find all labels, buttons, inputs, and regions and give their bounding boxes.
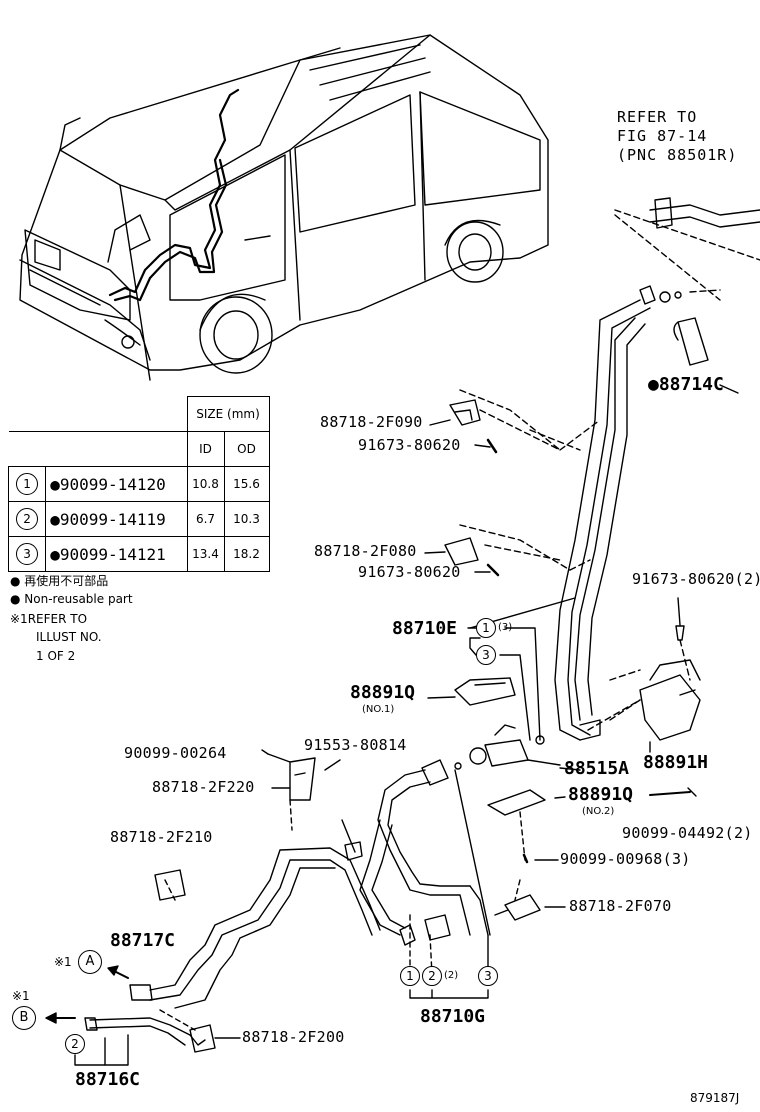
note-japanese: ● 再使用不可部品 <box>10 574 109 588</box>
pipe-88710G <box>359 759 491 976</box>
label-90099-00968: 90099-00968(3) <box>560 850 691 868</box>
circle-1: 1 <box>400 966 420 986</box>
label-88710E: 88710E <box>392 618 458 639</box>
bracket-88891Q-no1 <box>454 677 516 706</box>
circle-2: 2 <box>65 1034 85 1054</box>
table-row: 3 ●90099-14121 13.4 18.2 <box>7 536 270 572</box>
label-88717C: 88717C <box>110 930 176 951</box>
label-88710G-qty: (2) <box>444 970 459 981</box>
valve-88515A <box>454 724 561 770</box>
note-refer-1: ※1REFER TO <box>10 612 88 626</box>
circle-1: 1 <box>476 618 496 638</box>
inner-diameter: 10.8 <box>186 466 225 502</box>
table-row: 2 ●90099-14119 6.7 10.3 <box>7 501 270 537</box>
part-number: ●90099-14121 <box>45 536 188 572</box>
label-88710E-qty: (3) <box>498 622 513 633</box>
clamp-2F080 <box>444 524 571 577</box>
label-88714C: ●88714C <box>648 374 724 395</box>
label-88515A: 88515A <box>564 758 630 779</box>
label-88718-2F070: 88718-2F070 <box>569 897 672 915</box>
label-88891Q-no1-note: (NO.1) <box>362 704 395 715</box>
ref-circle-B: B <box>12 1006 36 1030</box>
hose-size-table: SIZE (mm) ID OD 1 ●90099-14120 10.8 15.6… <box>7 396 270 572</box>
bracket-88891H <box>587 625 701 741</box>
label-91673-80620-c: 91673-80620(2) <box>632 570 760 588</box>
circle-2: 2 <box>422 966 442 986</box>
pipe-88717C-88716C <box>84 847 381 1053</box>
label-88718-2F210: 88718-2F210 <box>110 828 213 846</box>
label-88891Q-no2: 88891Q <box>568 784 634 805</box>
refer-line-2: FIG 87-14 <box>617 127 708 145</box>
note-refer-2: ILLUST NO. <box>36 630 102 644</box>
van-illustration <box>19 34 549 381</box>
label-91673-80620-b: 91673-80620 <box>358 563 461 581</box>
ref-circle-A: A <box>78 950 102 974</box>
clamp-2F090 <box>449 389 581 454</box>
ref-mark-A: ※1 <box>54 955 72 969</box>
label-91553-80814: 91553-80814 <box>304 736 407 754</box>
illustration-number: 879187J <box>690 1091 740 1105</box>
label-88718-2F090: 88718-2F090 <box>320 413 423 431</box>
refer-line-3: (PNC 88501R) <box>617 146 738 164</box>
label-91673-80620-a: 91673-80620 <box>358 436 461 454</box>
outer-diameter: 18.2 <box>223 536 270 572</box>
label-88718-2F080: 88718-2F080 <box>314 542 417 560</box>
part-number: ●90099-14119 <box>45 501 188 537</box>
label-88891Q-no1: 88891Q <box>350 682 416 703</box>
label-88891Q-no2-note: (NO.2) <box>582 806 615 817</box>
refer-line-1: REFER TO <box>617 108 698 126</box>
inner-diameter: 6.7 <box>186 501 225 537</box>
label-88710G: 88710G <box>420 1006 486 1027</box>
row-number: 3 <box>16 543 39 565</box>
row-number: 2 <box>16 508 39 530</box>
od-header: OD <box>223 431 270 467</box>
circle-3: 3 <box>478 966 498 986</box>
label-88718-2F220: 88718-2F220 <box>152 778 255 796</box>
circle-3: 3 <box>476 645 496 665</box>
label-88718-2F200: 88718-2F200 <box>242 1028 345 1046</box>
label-88891H: 88891H <box>643 752 709 773</box>
note-refer-3: 1 OF 2 <box>36 649 76 663</box>
grommet-88714C <box>673 317 709 366</box>
upper-pipe <box>554 197 760 741</box>
id-header: ID <box>186 431 225 467</box>
label-88716C: 88716C <box>75 1069 141 1090</box>
van-pipe-route-2 <box>113 158 228 302</box>
note-non-reusable: ● Non-reusable part <box>10 592 133 606</box>
van-pipe-route <box>108 88 240 297</box>
bracket-88891Q-no2 <box>487 789 546 816</box>
label-90099-00264: 90099-00264 <box>124 744 227 762</box>
table-row: 1 ●90099-14120 10.8 15.6 <box>7 466 270 502</box>
size-header: SIZE (mm) <box>186 396 270 432</box>
clamp-2F070 <box>494 894 541 921</box>
inner-diameter: 13.4 <box>186 536 225 572</box>
outer-diameter: 15.6 <box>223 466 270 502</box>
part-number: ●90099-14120 <box>45 466 188 502</box>
row-number: 1 <box>16 473 39 495</box>
outer-diameter: 10.3 <box>223 501 270 537</box>
ref-mark-B: ※1 <box>12 989 30 1003</box>
label-90099-04492: 90099-04492(2) <box>622 824 753 842</box>
